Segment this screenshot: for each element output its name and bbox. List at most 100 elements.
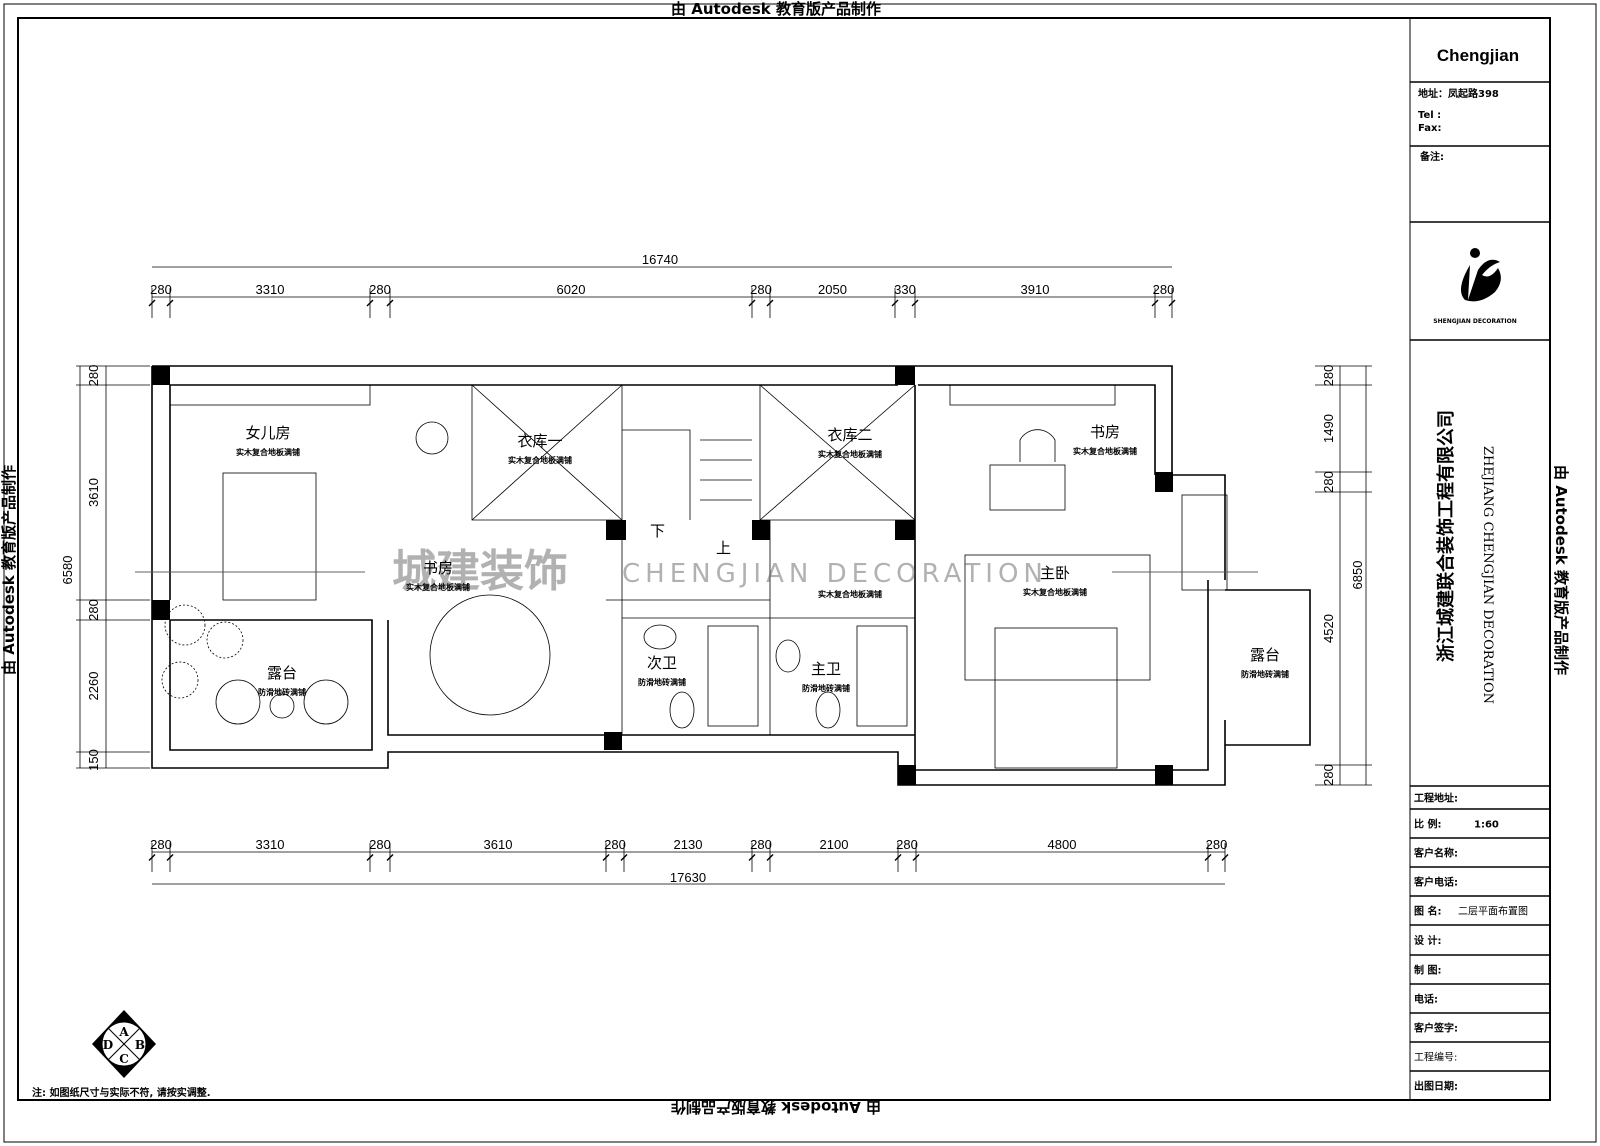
company-logo: SHENGJIAN DECORATION <box>1433 248 1517 325</box>
logo-caption: SHENGJIAN DECORATION <box>1433 318 1516 325</box>
scale-note: 注: 如图纸尺寸与实际不符, 请按实调整. <box>32 1086 211 1099</box>
dim-label: 2260 <box>86 672 101 701</box>
dim-label: 3610 <box>86 478 101 507</box>
room-name: 露台 <box>267 664 297 682</box>
fax-field: Fax: <box>1418 123 1441 134</box>
round-rug <box>429 594 551 716</box>
room-name: 书房 <box>1090 423 1120 441</box>
watermark-left: 由 Autodesk 教育版产品制作 <box>0 465 18 675</box>
room-floor-finish: 实木复合地板满铺 <box>1023 587 1087 597</box>
dim-label: 4800 <box>1048 837 1077 852</box>
title-row-value: 二层平面布置图 <box>1458 906 1528 918</box>
room-floor-finish: 实木复合地板满铺 <box>818 589 882 599</box>
dim-label: 280 <box>369 837 391 852</box>
dim-label: 280 <box>896 837 918 852</box>
dim-label: 3910 <box>1021 282 1050 297</box>
desk <box>989 464 1066 511</box>
sheet-outer-border <box>3 3 1597 1143</box>
room-name: 主卫 <box>811 660 841 678</box>
remarks-label: 备注: <box>1419 150 1444 163</box>
room-name: 衣库一 <box>517 432 562 450</box>
dim-label: 150 <box>86 749 101 771</box>
room-name: 衣库二 <box>827 426 872 444</box>
dim-label: 2130 <box>674 837 703 852</box>
furniture <box>161 421 1228 769</box>
stair-up-label: 上 <box>716 539 731 557</box>
brand-name: Chengjian <box>1437 46 1519 65</box>
walls <box>151 365 1311 786</box>
rug <box>964 554 1151 681</box>
dim-label: 280 <box>750 837 772 852</box>
watermark-top: 由 Autodesk 教育版产品制作 <box>671 0 881 18</box>
title-row-label: 电话: <box>1414 993 1438 1006</box>
room-floor-finish: 防滑地砖满铺 <box>802 683 850 693</box>
compass-c: C <box>119 1052 129 1066</box>
dim-label: 280 <box>1153 282 1175 297</box>
dim-left-total: 6580 <box>60 556 75 585</box>
dim-label: 280 <box>1206 837 1228 852</box>
room-floor-finish: 实木复合地板满铺 <box>818 449 882 459</box>
title-row-label: 制 图: <box>1414 964 1441 977</box>
title-row-label: 出图日期: <box>1414 1080 1458 1093</box>
compass-a: A <box>118 1025 129 1039</box>
room-name: 露台 <box>1250 646 1280 664</box>
company-name-cn: 浙江城建联合装饰工程有限公司 <box>1435 410 1457 662</box>
room-floor-finish: 实木复合地板满铺 <box>236 447 300 457</box>
bed-master <box>994 627 1118 769</box>
watermark-bottom: 由 Autodesk 教育版产品制作 <box>671 1098 881 1116</box>
dim-label: 1490 <box>1321 414 1336 443</box>
company-watermark: 城建装饰 CHENGJIAN DECORATION <box>135 546 1258 597</box>
dim-label: 4520 <box>1321 614 1336 643</box>
room-floor-finish: 防滑地砖满铺 <box>1241 669 1289 679</box>
room-floor-finish: 实木复合地板满铺 <box>508 455 572 465</box>
stair-down-label: 下 <box>650 522 665 540</box>
dim-label: 3310 <box>256 837 285 852</box>
title-row-label: 工程地址: <box>1414 792 1458 805</box>
room-floor-finish: 防滑地砖满铺 <box>638 677 686 687</box>
dim-label: 330 <box>894 282 916 297</box>
dim-label: 280 <box>86 365 101 387</box>
room-floor-finish: 实木复合地板满铺 <box>406 582 470 592</box>
address-field: 地址：凤起路398 <box>1418 87 1499 100</box>
drawing-frame <box>17 17 1551 1101</box>
room-floor-finish: 实木复合地板满铺 <box>1073 446 1137 456</box>
title-row-label: 比 例: <box>1414 818 1441 831</box>
watermark-cn: 城建装饰 <box>392 546 568 597</box>
dim-label: 3610 <box>484 837 513 852</box>
dim-label: 280 <box>150 282 172 297</box>
dim-label: 280 <box>604 837 626 852</box>
dim-top-total: 16740 <box>642 252 678 267</box>
tel-field: Tel : <box>1418 110 1441 121</box>
compass-b: B <box>135 1038 145 1052</box>
dim-label: 280 <box>369 282 391 297</box>
room-labels: 女儿房实木复合地板满铺衣库一实木复合地板满铺衣库二实木复合地板满铺书房实木复合地… <box>236 423 1289 697</box>
company-name-en: ZHEJIANG CHENGJIAN DECORATION <box>1480 446 1495 704</box>
chair <box>1019 429 1056 462</box>
dim-label: 280 <box>1321 764 1336 786</box>
orientation-compass: A B C D <box>92 1010 156 1078</box>
dim-label: 280 <box>1321 471 1336 493</box>
title-row-label: 图 名: <box>1414 905 1441 918</box>
watermark-right: 由 Autodesk 教育版产品制作 <box>1552 465 1570 675</box>
watermark-en: CHENGJIAN DECORATION <box>622 559 1048 589</box>
dim-label: 2100 <box>820 837 849 852</box>
bed-daughter <box>222 472 317 601</box>
room-name: 书房 <box>423 559 453 577</box>
dim-label: 6020 <box>557 282 586 297</box>
title-row-label: 客户电话: <box>1413 876 1458 889</box>
title-block: Chengjian 地址：凤起路398 Tel : Fax: 备注: SHENG… <box>1410 46 1550 1101</box>
room-floor-finish: 防滑地砖满铺 <box>258 687 306 697</box>
dim-label: 280 <box>86 599 101 621</box>
room-name: 次卫 <box>647 654 677 672</box>
room-name: 主卧 <box>1040 564 1070 582</box>
title-row-label: 客户名称: <box>1413 847 1458 860</box>
title-row-label: 客户签字: <box>1413 1022 1458 1035</box>
dim-label: 280 <box>750 282 772 297</box>
title-row-value: 1:60 <box>1474 820 1499 831</box>
dim-bottom-total: 17630 <box>670 870 706 885</box>
dim-label: 3310 <box>256 282 285 297</box>
dim-label: 280 <box>1321 365 1336 387</box>
